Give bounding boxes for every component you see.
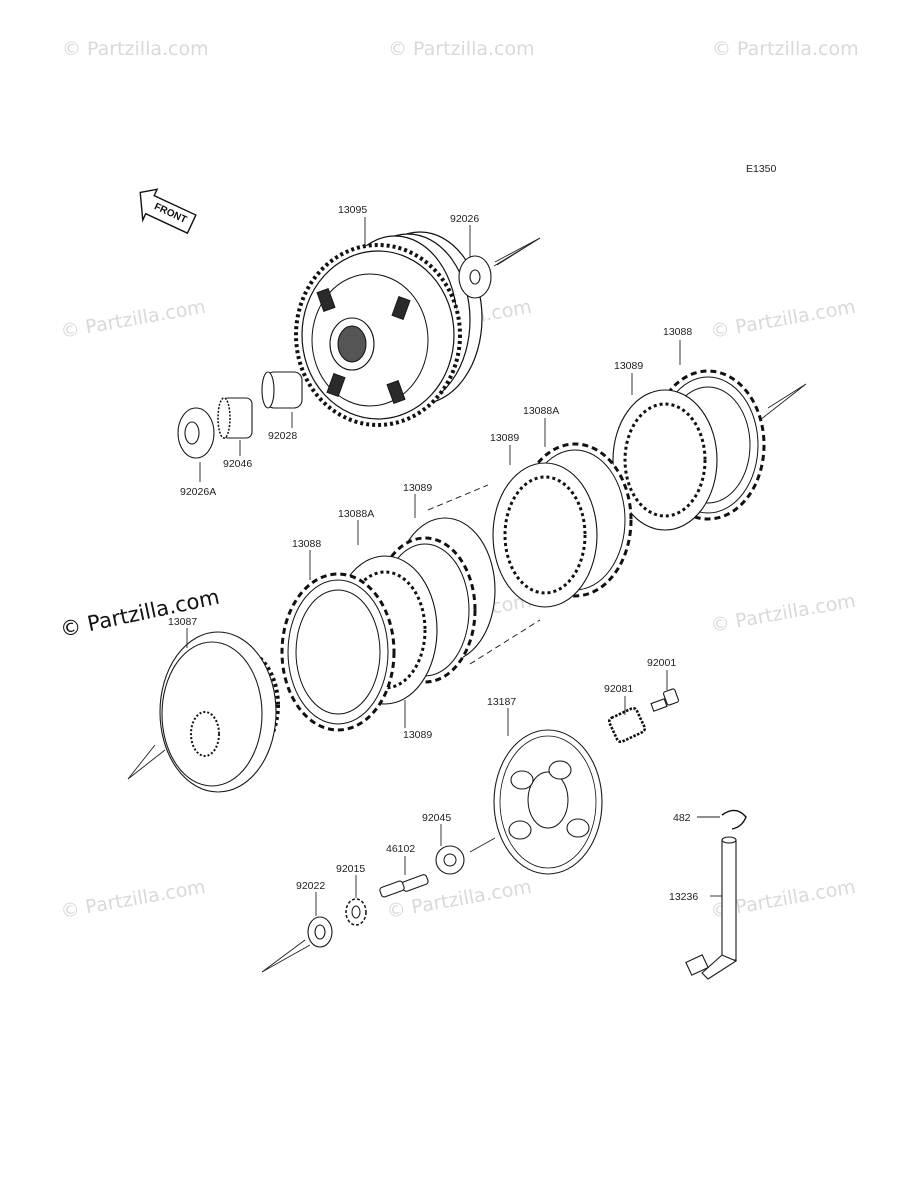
part-label-13088: 13088 (292, 538, 321, 550)
part-label-482: 482 (673, 812, 691, 824)
watermark: © Partzilla.com (709, 590, 857, 637)
clutch-hub-13087 (127, 631, 280, 793)
washer-92026 (458, 237, 541, 299)
diagram-code: E1350 (746, 163, 777, 175)
bearing-92045 (435, 845, 465, 875)
part-label-13187: 13187 (487, 696, 516, 708)
watermark: © Partzilla.com (709, 296, 857, 343)
pushrod-46102 (379, 874, 429, 898)
part-label-92022: 92022 (296, 880, 325, 892)
plates-middle (427, 442, 633, 665)
part-label-13089: 13089 (614, 360, 643, 372)
main-watermark: © Partzilla.com (58, 585, 222, 642)
plates-top-right (612, 369, 807, 531)
leader-lines (186, 217, 722, 916)
front-arrow-icon: FRONT (139, 188, 197, 235)
part-label-13095: 13095 (338, 204, 367, 216)
part-label-92001: 92001 (647, 657, 676, 669)
watermark: © Partzilla.com (62, 38, 209, 60)
part-label-92015: 92015 (336, 863, 365, 875)
part-label-92045: 92045 (422, 812, 451, 824)
sleeve-92028 (261, 371, 303, 409)
watermark: © Partzilla.com (388, 38, 535, 60)
part-label-92028: 92028 (268, 430, 297, 442)
part-label-13088A: 13088A (523, 405, 559, 417)
washer-92026A (177, 407, 215, 459)
part-label-13089: 13089 (490, 432, 519, 444)
spring-92081 (607, 706, 647, 744)
part-label-13089: 13089 (403, 729, 432, 741)
part-label-92081: 92081 (604, 683, 633, 695)
part-label-92046: 92046 (223, 458, 252, 470)
circlip-482 (721, 809, 747, 830)
release-shaft-13236 (685, 836, 738, 980)
part-label-92026: 92026 (450, 213, 479, 225)
part-label-46102: 46102 (386, 843, 415, 855)
part-label-13088: 13088 (663, 326, 692, 338)
washer-92022 (261, 916, 333, 973)
watermark: © Partzilla.com (59, 876, 207, 923)
nut-92015 (345, 898, 367, 926)
pressure-plate-13187 (469, 729, 603, 875)
part-label-13087: 13087 (168, 616, 197, 628)
watermark: © Partzilla.com (59, 296, 207, 343)
part-labels: 13095 92026 13088 13089 13088A 13089 130… (168, 204, 698, 903)
part-label-13089: 13089 (403, 482, 432, 494)
bolt-92001 (650, 688, 680, 712)
plates-left (280, 517, 496, 732)
part-label-13088A: 13088A (338, 508, 374, 520)
needle-bearing-92046 (217, 397, 253, 439)
part-label-92026A: 92026A (180, 486, 216, 498)
part-label-13236: 13236 (669, 891, 698, 903)
watermark: © Partzilla.com (712, 38, 859, 60)
clutch-housing-13095 (294, 231, 483, 427)
